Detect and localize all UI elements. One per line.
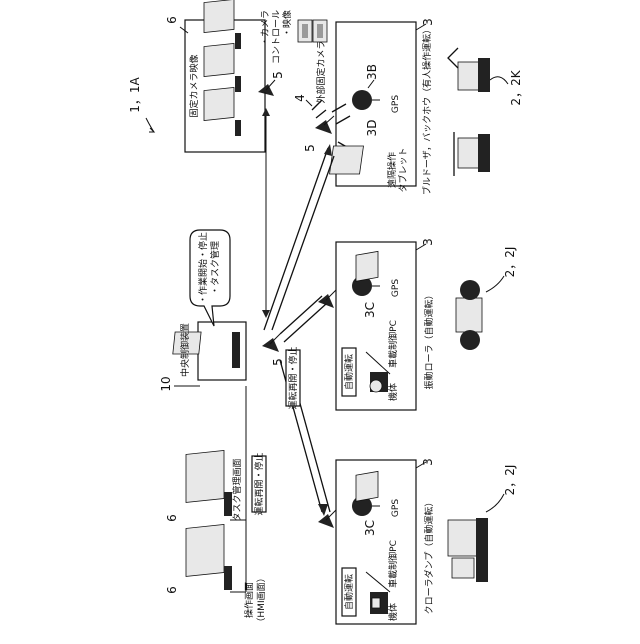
task-bubble: [190, 230, 230, 326]
controller-ref: 10: [159, 376, 173, 391]
antenna-icon-block3: [318, 510, 336, 528]
machine-caption-3: クローラダンプ（自動運転）: [423, 498, 435, 615]
fixed-camera-ref-leader: [306, 100, 312, 106]
remote-tablet-line1: 遠隔操作: [386, 152, 398, 188]
machine-ref-1-leader: [490, 77, 508, 84]
antenna-ref-central: 5: [271, 358, 285, 366]
backhoe-icon: [448, 48, 490, 92]
operation-screen-line2: （HMI画面）: [256, 573, 267, 626]
body-label-2: 機体: [387, 383, 399, 401]
tablet-ref: 3D: [365, 120, 379, 137]
figure-label-leader: [146, 118, 154, 132]
central-controller-label: 中央制御装置: [179, 323, 191, 377]
gps-label-3: GPS: [391, 499, 401, 517]
dump-body-icon-3: [370, 592, 388, 614]
task-screen-monitor: [186, 450, 232, 516]
external-camera-icon-1: [298, 20, 312, 42]
restart-stop-label-2: 運転再開・停止: [253, 452, 265, 515]
wireless-arrow-d: [316, 110, 326, 118]
crawler-dump-icon: [448, 518, 488, 582]
antenna-icon-block2: [318, 290, 336, 308]
gps-label-2: GPS: [391, 279, 401, 297]
bulldozer-icon: [454, 132, 490, 176]
link-to-roller-block-b: [284, 304, 326, 342]
body-label-3: 機体: [387, 603, 399, 621]
link-dump-arrow: [318, 504, 328, 516]
camera-control-line2: コントロール: [272, 10, 282, 64]
antenna-ref-1: 5: [303, 144, 317, 152]
block-ref-3: 3: [421, 458, 435, 466]
link-to-manned-block-a: [264, 148, 328, 330]
restart-stop-label-1: 運転再開・停止: [287, 346, 299, 409]
machine-ref-3-leader: [486, 494, 504, 512]
remote-tablet-line2: タブレット: [397, 147, 409, 192]
antenna-icon-central: [262, 334, 280, 352]
antenna-icon-block1: [315, 116, 334, 134]
roller-body-icon-2: [370, 372, 388, 392]
gps-label-1: GPS: [391, 95, 401, 113]
monitor-ref-operation: 6: [165, 586, 179, 594]
figure-label: 1，1A: [128, 76, 142, 112]
operation-screen-line1: 操作画面: [243, 582, 255, 618]
operation-screen-monitor: [186, 524, 232, 590]
camera-control-line1: ・カメラ: [260, 10, 271, 46]
antenna-ref-top: 5: [271, 71, 285, 79]
machine-ref-2-leader: [486, 276, 504, 292]
monitor-ref-task: 6: [165, 514, 179, 522]
block-ref-2: 3: [421, 238, 435, 246]
auto-drive-label-3: 自動運転: [343, 574, 355, 610]
task-bubble-line1: ・作業開始・停止: [197, 232, 209, 304]
onboard-pc-label-3: 車載制御PC: [387, 540, 399, 588]
fixed-camera-video-label: 固定カメラ映像: [188, 54, 200, 117]
pc-ref-3: 3C: [363, 520, 377, 536]
gps-ref-1: 3B: [365, 64, 379, 80]
task-screen-label: タスク管理画面: [231, 458, 243, 521]
machine-ref-1: 2，2K: [509, 69, 523, 105]
link-to-roller-block-a: [280, 296, 322, 334]
block-ref-1: 3: [421, 18, 435, 26]
external-fixed-camera-label: 外部固定カメラ: [315, 40, 327, 103]
auto-drive-label-2: 自動運転: [343, 354, 355, 390]
onboard-pc-icon-2: [356, 251, 378, 281]
link-manned-arrow: [324, 144, 332, 156]
pc-ref-2: 3C: [363, 302, 377, 318]
monitor-ref-top: 6: [165, 16, 179, 24]
machine-ref-2: 2，2J: [503, 247, 517, 278]
camera-control-line3: ・映像: [281, 10, 293, 37]
external-camera-icon-2: [313, 20, 327, 42]
task-bubble-line2: ・タスク管理: [209, 241, 221, 295]
onboard-pc-icon-3: [356, 471, 378, 501]
tablet-icon: [330, 146, 364, 174]
machine-caption-1: ブルドーザ，バックホウ（有人操作運転）: [421, 25, 433, 195]
machine-caption-2: 振動ローラ（自動運転）: [423, 290, 435, 389]
machine-ref-3: 2，2J: [503, 465, 517, 496]
onboard-pc-label-2: 車載制御PC: [387, 320, 399, 368]
fixed-camera-ref: 4: [293, 94, 307, 102]
vibration-roller-icon: [456, 280, 482, 350]
